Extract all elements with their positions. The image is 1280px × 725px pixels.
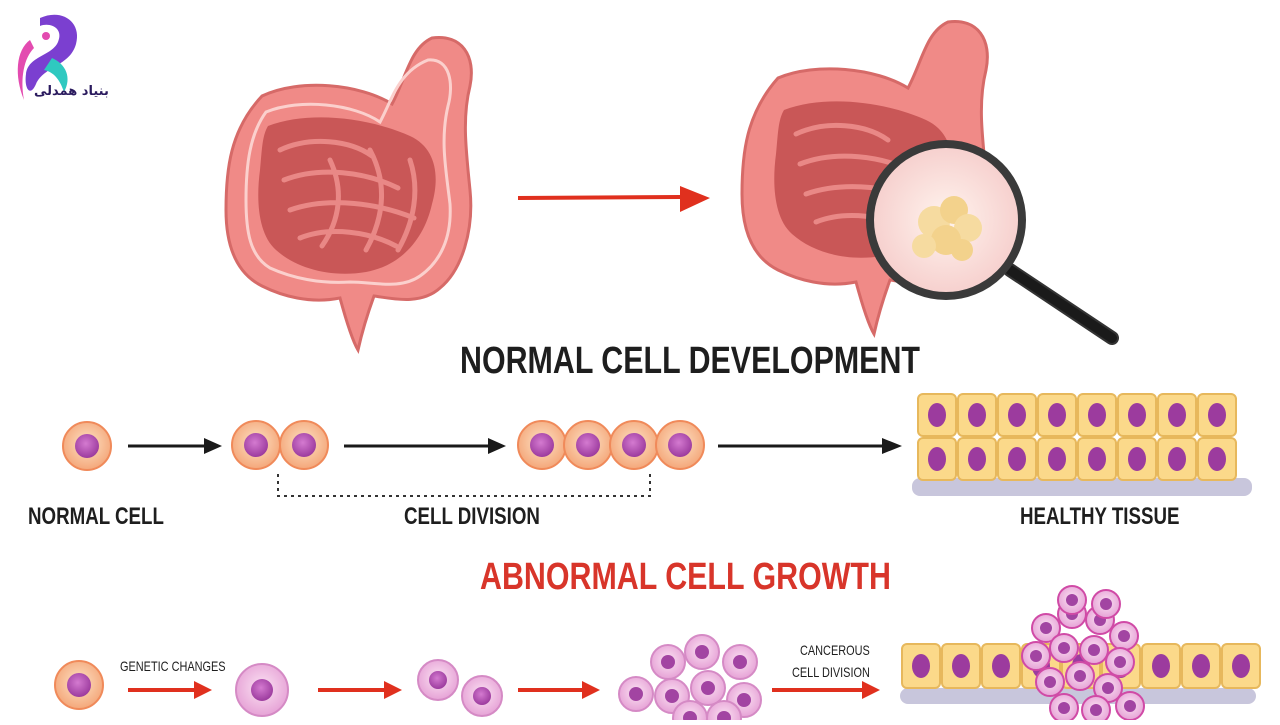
abnormal-cell-cluster <box>618 634 762 725</box>
tumor-nucleus <box>1044 676 1056 688</box>
healthy-tissue-label: HEALTHY TISSUE <box>1020 503 1180 530</box>
cluster-nucleus <box>695 645 709 659</box>
tumor-nucleus <box>1088 644 1100 656</box>
tumor-nucleus <box>1118 630 1130 642</box>
tissue-nucleus <box>968 447 986 471</box>
healthy-tissue <box>912 393 1252 496</box>
tumor-nucleus <box>1066 594 1078 606</box>
tissue-nucleus <box>1048 447 1066 471</box>
intestine-healthy <box>224 36 473 354</box>
tumor-nucleus <box>1030 650 1042 662</box>
tumor-nucleus <box>1058 642 1070 654</box>
tissue-nucleus <box>968 403 986 427</box>
tissue-nucleus <box>1048 403 1066 427</box>
abnormal-cells-2 <box>417 659 503 717</box>
cancerous-tissue <box>900 585 1261 725</box>
cluster-nucleus <box>733 655 747 669</box>
tumor-nucleus <box>1040 622 1052 634</box>
arrow-normal-2 <box>344 438 506 454</box>
arrow-top <box>517 186 710 212</box>
tissue-nucleus <box>1168 403 1186 427</box>
genetic-changes-label: GENETIC CHANGES <box>120 658 226 674</box>
tumor-in-lens <box>912 196 982 261</box>
tissue-nucleus <box>1208 403 1226 427</box>
tissue-nucleus <box>928 447 946 471</box>
tumor-nucleus <box>1100 598 1112 610</box>
cluster-nucleus <box>701 681 715 695</box>
normal-cell-label: NORMAL CELL <box>28 503 164 530</box>
tumor-nucleus <box>1074 670 1086 682</box>
two-cells <box>231 420 329 470</box>
cancer-tissue-nucleus <box>992 654 1010 678</box>
tissue-nucleus <box>1008 403 1026 427</box>
tumor-nucleus <box>1102 682 1114 694</box>
arrow-abnormal-3 <box>518 681 600 699</box>
logo-text: بنیاد همدلی <box>34 84 109 99</box>
abnormal-cell-1 <box>235 663 289 717</box>
cancer-tissue-base <box>900 688 1256 704</box>
abnormal-growth-title: ABNORMAL CELL GROWTH <box>480 556 891 598</box>
tumor-nucleus <box>1114 656 1126 668</box>
cluster-nucleus <box>661 655 675 669</box>
tumor-nucleus <box>1124 700 1136 712</box>
logo-mark <box>17 14 78 100</box>
tumor-nucleus <box>1058 702 1070 714</box>
cancer-tissue-nucleus <box>1152 654 1170 678</box>
tissue-nucleus <box>1088 447 1106 471</box>
cluster-nucleus <box>629 687 643 701</box>
cluster-nucleus <box>737 693 751 707</box>
arrow-normal-1 <box>128 438 222 454</box>
tissue-nucleus <box>1088 403 1106 427</box>
tissue-nucleus <box>1208 447 1226 471</box>
cancer-tissue-nucleus <box>912 654 930 678</box>
cluster-nucleus <box>665 689 679 703</box>
tissue-base <box>912 478 1252 496</box>
cancerous-label-line2: CELL DIVISION <box>792 664 870 680</box>
cancer-tissue-nucleus <box>1232 654 1250 678</box>
tissue-nucleus <box>928 403 946 427</box>
four-cells <box>517 420 705 470</box>
abnormal-start-cell <box>54 660 104 710</box>
tumor-nucleus <box>1090 704 1102 716</box>
cancer-tissue-nucleus <box>952 654 970 678</box>
tissue-nucleus <box>1128 447 1146 471</box>
arrow-abnormal-1 <box>128 681 212 699</box>
tissue-nucleus <box>1128 403 1146 427</box>
cell-division-label: CELL DIVISION <box>404 503 540 530</box>
normal-development-title: NORMAL CELL DEVELOPMENT <box>460 340 920 382</box>
cell-division-bracket <box>277 474 651 497</box>
cancerous-label-line1: CANCEROUS <box>800 642 870 658</box>
cancer-tissue-nucleus <box>1192 654 1210 678</box>
tissue-nucleus <box>1168 447 1186 471</box>
magnifier-icon <box>866 140 1119 345</box>
tissue-nucleus <box>1008 447 1026 471</box>
normal-cell <box>62 421 112 471</box>
arrow-abnormal-2 <box>318 681 402 699</box>
arrow-abnormal-4 <box>772 681 880 699</box>
arrow-normal-3 <box>718 438 902 454</box>
